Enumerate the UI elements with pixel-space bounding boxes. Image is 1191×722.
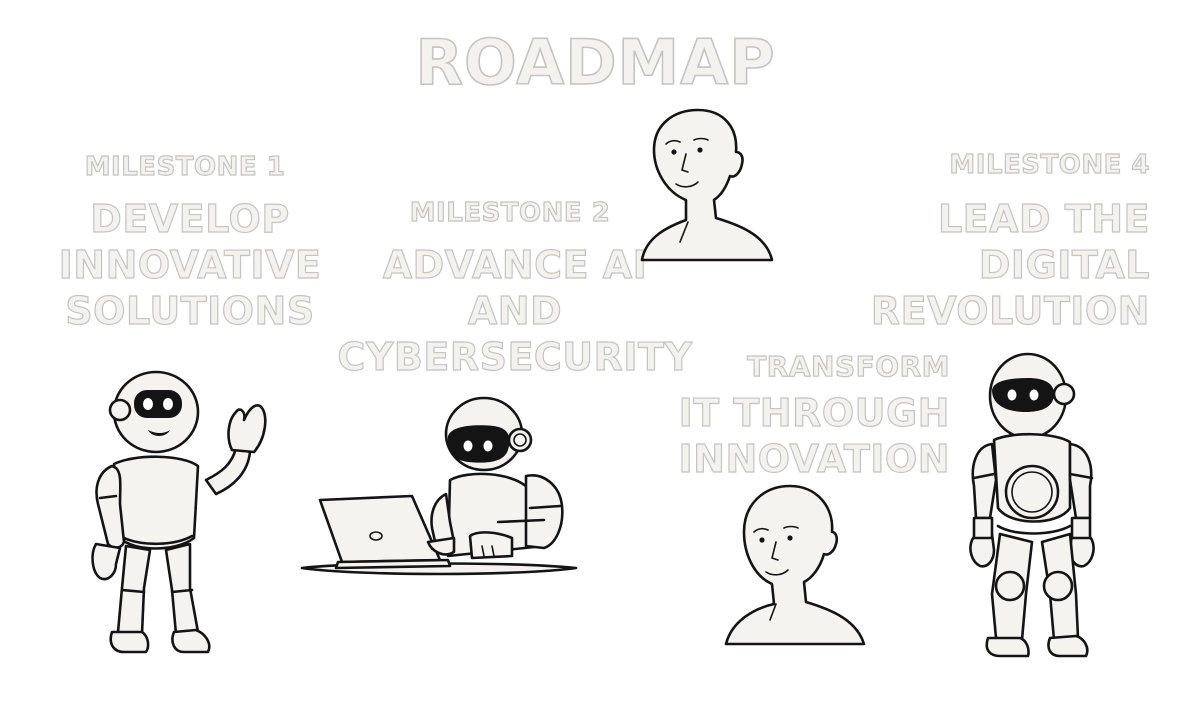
milestone-2-label: MILESTONE 2 bbox=[409, 197, 611, 228]
heading-line: CYBERSECURITY bbox=[337, 334, 693, 379]
heading-line: INNOVATION bbox=[678, 436, 950, 481]
milestone-1-heading: DEVELOP INNOVATIVE SOLUTIONS bbox=[40, 196, 340, 334]
human-head-bust-icon bbox=[724, 484, 866, 646]
milestone-4-heading: LEAD THE DIGITAL REVOLUTION bbox=[830, 196, 1150, 334]
waving-robot-icon bbox=[91, 370, 267, 654]
heading-line: IT THROUGH bbox=[678, 390, 950, 435]
heading-line: REVOLUTION bbox=[870, 288, 1150, 333]
milestone-1-label: MILESTONE 1 bbox=[84, 151, 286, 182]
heading-line: ADVANCE AI bbox=[382, 242, 648, 287]
heading-line: AND bbox=[467, 288, 563, 333]
heading-line: TRANSFORM bbox=[747, 349, 950, 383]
standing-robot-icon bbox=[969, 352, 1095, 658]
heading-line: LEAD THE bbox=[937, 196, 1150, 241]
heading-line: INNOVATIVE bbox=[58, 242, 322, 287]
milestone-4-label: MILESTONE 4 bbox=[949, 149, 1150, 180]
robot-at-laptop-icon bbox=[300, 396, 578, 576]
heading-line: DEVELOP bbox=[90, 196, 290, 241]
milestone-2-heading: ADVANCE AI AND CYBERSECURITY bbox=[320, 242, 710, 380]
milestone-3-heading: TRANSFORM IT THROUGH INNOVATION bbox=[660, 344, 950, 482]
heading-line: DIGITAL bbox=[978, 242, 1150, 287]
page-title: ROADMAP bbox=[415, 25, 776, 100]
human-head-bust-icon bbox=[640, 108, 774, 262]
heading-line: SOLUTIONS bbox=[65, 288, 315, 333]
